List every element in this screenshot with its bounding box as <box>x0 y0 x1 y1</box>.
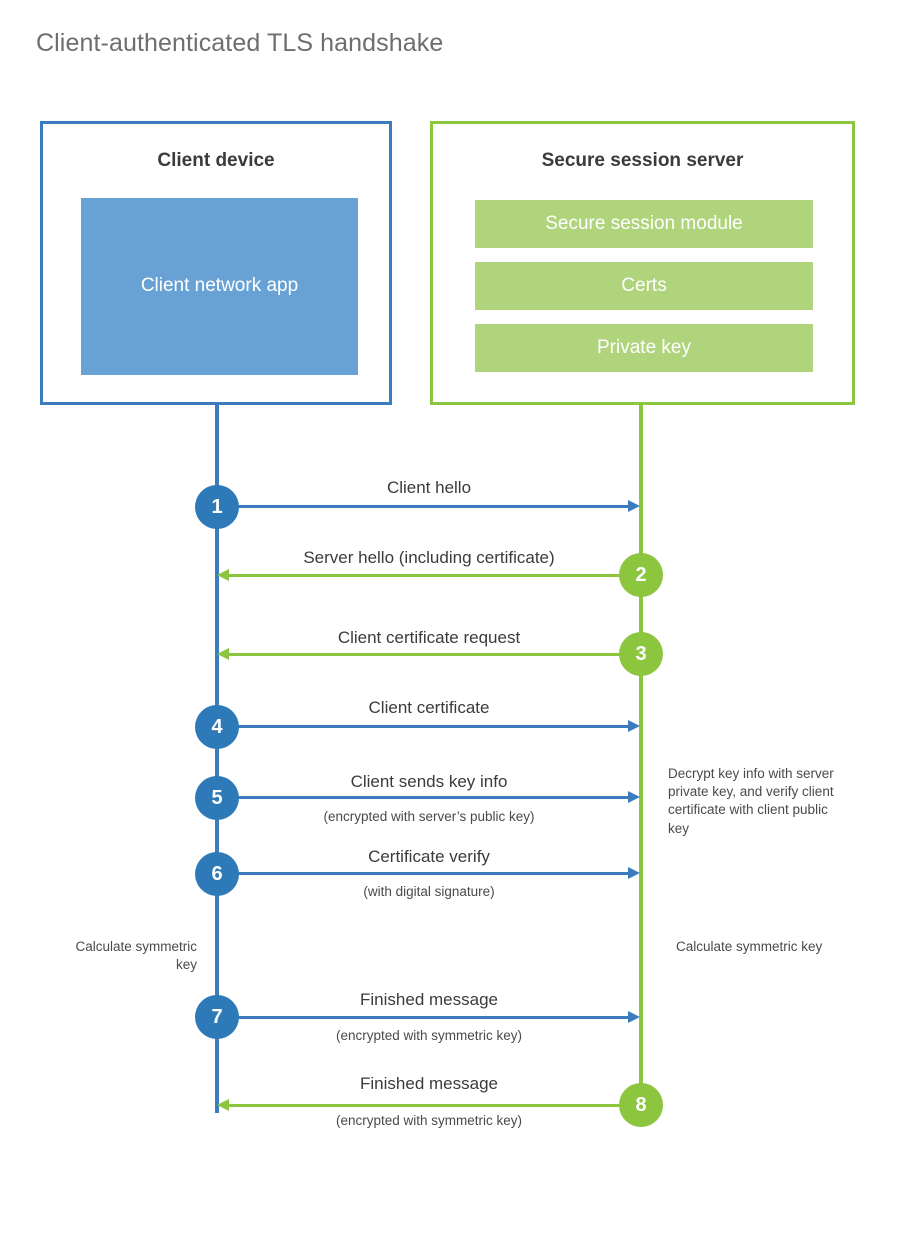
message-arrow-3 <box>217 648 625 660</box>
message-label-2: Server hello (including certificate) <box>303 548 555 567</box>
message-sublabel-7: (encrypted with symmetric key) <box>335 1028 523 1043</box>
message-sublabel-6: (with digital signature) <box>363 884 495 899</box>
message-arrow-5 <box>217 791 640 803</box>
step-circle-5[interactable]: 5 <box>195 776 239 820</box>
arrowhead-left-icon <box>217 1099 229 1111</box>
step-circle-1[interactable]: 1 <box>195 485 239 529</box>
message-sublabel-5: (encrypted with server’s public key) <box>323 809 535 824</box>
lifeline-client <box>215 405 219 1113</box>
message-arrow-7 <box>217 1011 640 1023</box>
message-label-3: Client certificate request <box>337 628 521 647</box>
message-sublabel-8: (encrypted with symmetric key) <box>335 1113 523 1128</box>
page-title: Client-authenticated TLS handshake <box>36 29 444 57</box>
secure-session-module-block: Secure session module <box>475 200 813 248</box>
message-arrow-2 <box>217 569 625 581</box>
note-client-calculate-symmetric-key: Calculate symmetric key <box>75 939 197 973</box>
message-arrow-4 <box>217 720 640 732</box>
step-circle-4[interactable]: 4 <box>195 705 239 749</box>
arrowhead-right-icon <box>628 867 640 879</box>
step-circle-6[interactable]: 6 <box>195 852 239 896</box>
message-label-6: Certificate verify <box>368 847 490 866</box>
message-arrow-6 <box>217 867 640 879</box>
message-label-5: Client sends key info <box>350 772 508 791</box>
message-label-4: Client certificate <box>368 698 490 717</box>
actor-box-client-device: Client device Client network app <box>40 121 392 405</box>
note-server-calculate-symmetric-key: Calculate symmetric key <box>676 939 823 954</box>
client-device-title: Client device <box>157 150 275 171</box>
step-circle-3[interactable]: 3 <box>619 632 663 676</box>
message-label-1: Client hello <box>386 478 472 497</box>
step-circle-8[interactable]: 8 <box>619 1083 663 1127</box>
message-label-8: Finished message <box>360 1074 498 1093</box>
message-label-7: Finished message <box>360 990 498 1009</box>
secure-session-server-title: Secure session server <box>541 150 744 171</box>
message-arrow-8 <box>217 1099 625 1111</box>
message-arrow-1 <box>217 500 640 512</box>
client-network-app-block: Client network app <box>81 198 358 375</box>
private-key-block: Private key <box>475 324 813 372</box>
arrowhead-right-icon <box>628 500 640 512</box>
certs-block: Certs <box>475 262 813 310</box>
step-circle-2[interactable]: 2 <box>619 553 663 597</box>
arrowhead-right-icon <box>628 1011 640 1023</box>
arrowhead-right-icon <box>628 720 640 732</box>
lifeline-server <box>639 405 643 1105</box>
note-server-decrypt: Decrypt key info with server private key… <box>668 766 834 836</box>
step-circle-7[interactable]: 7 <box>195 995 239 1039</box>
arrowhead-left-icon <box>217 569 229 581</box>
arrowhead-left-icon <box>217 648 229 660</box>
actor-box-secure-session-server: Secure session server Secure session mod… <box>430 121 855 405</box>
arrowhead-right-icon <box>628 791 640 803</box>
